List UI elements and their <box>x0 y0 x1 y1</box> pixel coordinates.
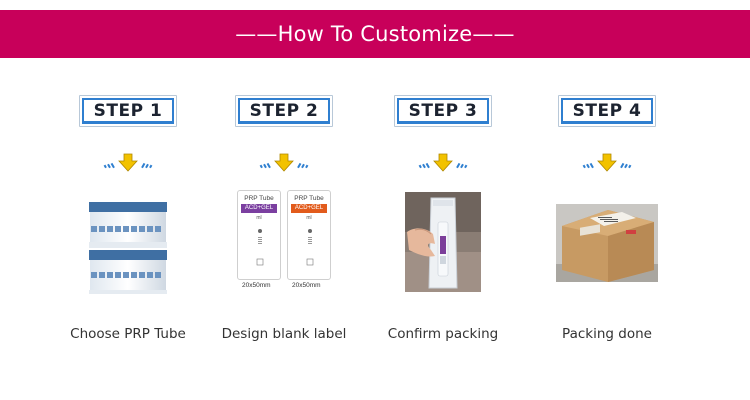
step-1-label: STEP 1 <box>93 101 163 121</box>
step-2-label: STEP 2 <box>249 101 319 121</box>
header-banner: ——How To Customize—— <box>0 10 750 58</box>
label-card-b: PRP Tube ACD+GEL ml <box>287 190 331 280</box>
label-b-size: 20x50mm <box>292 282 321 289</box>
prp-tube-racks-image <box>87 198 169 294</box>
step-1-column: STEP 1 <box>53 0 203 400</box>
step-4-column: STEP 4 Packing <box>532 0 682 400</box>
step-2-badge: STEP 2 <box>235 95 333 127</box>
label-a-unit: ml <box>256 215 262 221</box>
down-arrow-icon <box>103 153 153 172</box>
step-3-column: STEP 3 Confirm packing <box>368 0 518 400</box>
blank-label-designs-image: PRP Tube ACD+GEL ml PRP Tube ACD+GEL ml … <box>234 190 334 290</box>
step-3-badge: STEP 3 <box>394 95 492 127</box>
cardboard-shipping-box-image <box>556 204 658 282</box>
label-card-a: PRP Tube ACD+GEL ml <box>237 190 281 280</box>
step-3-caption: Confirm packing <box>387 326 499 342</box>
label-b-title: PRP Tube <box>294 195 324 202</box>
label-b-unit: ml <box>306 215 312 221</box>
step-1-caption: Choose PRP Tube <box>70 326 186 342</box>
label-a-size: 20x50mm <box>242 282 271 289</box>
step-1-badge: STEP 1 <box>79 95 177 127</box>
label-a-band: ACD+GEL <box>241 204 277 213</box>
step-2-column: STEP 2 PRP Tube ACD+GEL ml PRP Tube ACD+… <box>209 0 359 400</box>
step-4-caption: Packing done <box>562 326 652 342</box>
step-4-badge: STEP 4 <box>558 95 656 127</box>
label-b-band: ACD+GEL <box>291 204 327 213</box>
barcode-icon <box>306 229 314 266</box>
down-arrow-icon <box>259 153 309 172</box>
step-4-label: STEP 4 <box>572 101 642 121</box>
down-arrow-icon <box>418 153 468 172</box>
step-3-label: STEP 3 <box>408 101 478 121</box>
barcode-icon <box>256 229 264 266</box>
label-a-title: PRP Tube <box>244 195 274 202</box>
hand-holding-pouch-image <box>405 192 481 292</box>
banner-title: ——How To Customize—— <box>235 22 515 46</box>
down-arrow-icon <box>582 153 632 172</box>
step-2-caption: Design blank label <box>221 326 347 342</box>
